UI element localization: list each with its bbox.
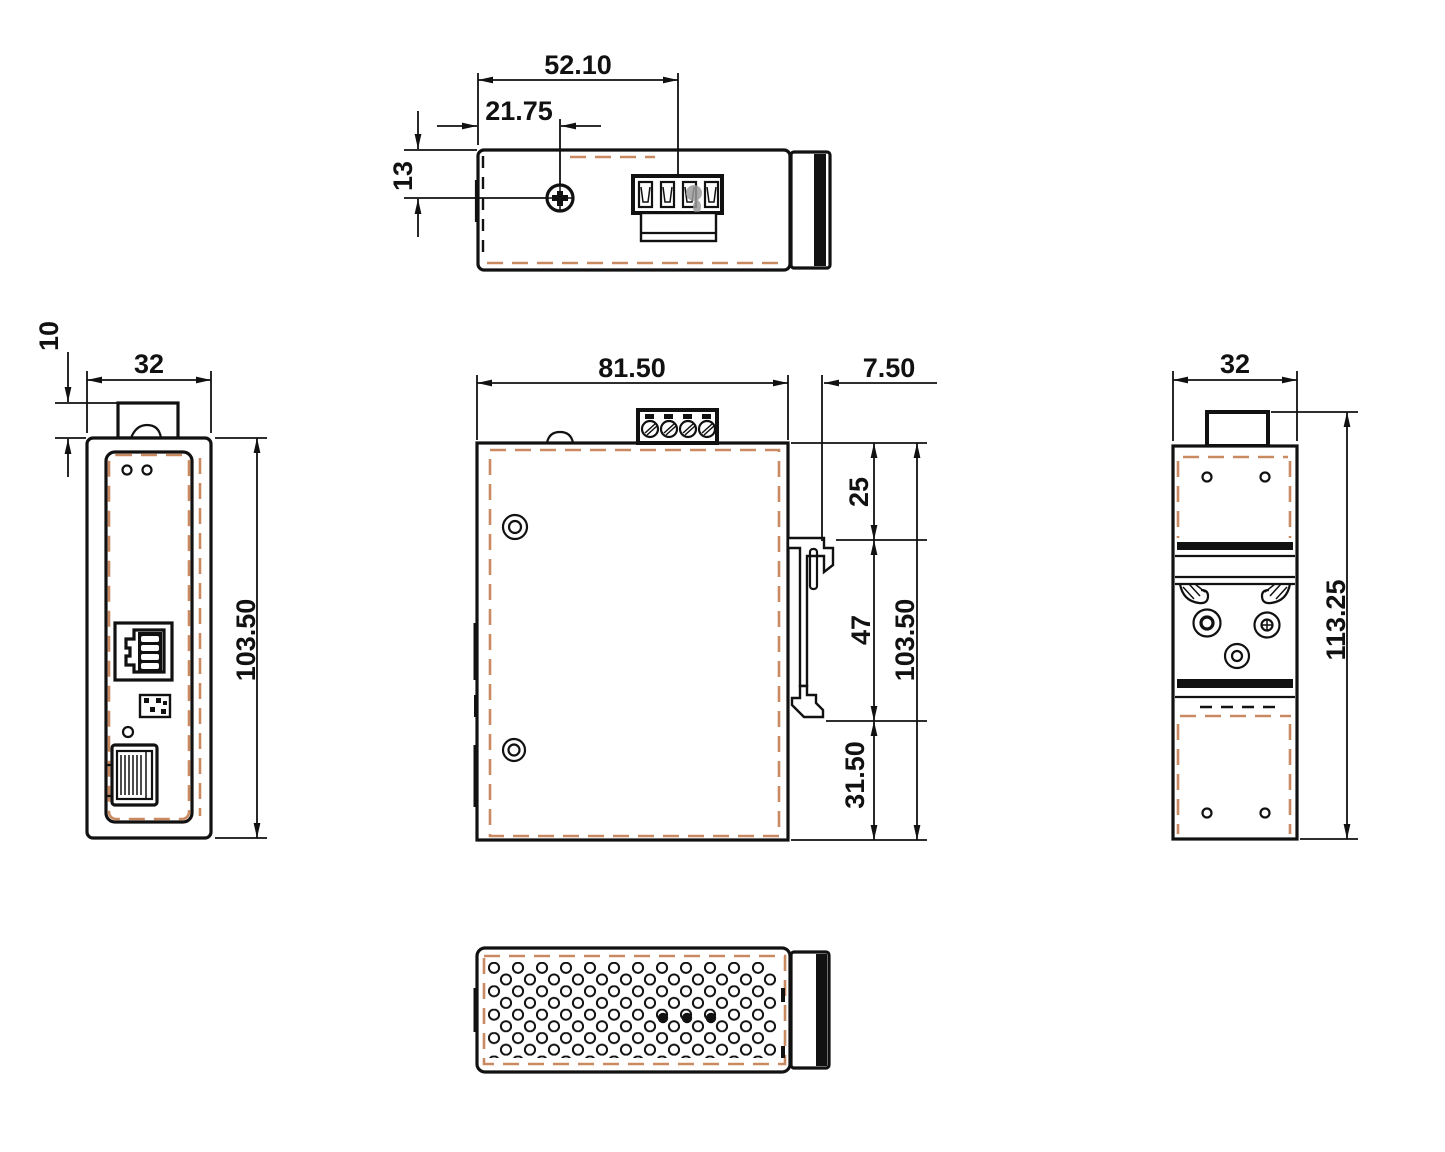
mounting-screw	[1253, 611, 1281, 639]
side-view-dimensions: 81.50 7.50 25 47 31.50 103.50	[476, 353, 937, 841]
vent-hole-filled	[657, 1012, 669, 1024]
terminal-end-front	[116, 401, 180, 440]
dim-label: 32	[134, 349, 164, 379]
terminal-contact	[703, 180, 720, 209]
mounting-screw	[501, 737, 527, 763]
case-hole	[1201, 807, 1213, 819]
terminal-screw	[659, 419, 679, 439]
dim-label: 113.25	[1321, 579, 1351, 660]
front-view: 10 32 103.50	[34, 321, 267, 840]
dim-label: 25	[844, 477, 874, 507]
spring-clip	[1178, 583, 1210, 605]
din-rail-clip	[786, 536, 835, 719]
side-view-body	[475, 441, 790, 842]
push-button-bump	[545, 430, 575, 444]
gasket-line	[482, 954, 787, 1066]
terminal-contact	[659, 180, 676, 209]
case-hole	[1259, 471, 1271, 483]
gasket-line	[488, 448, 781, 838]
dim-label: 31.50	[840, 741, 870, 809]
rj45-port	[113, 621, 174, 682]
dim-label: 32	[1220, 349, 1250, 379]
terminal-screw	[697, 419, 717, 439]
ground-screw-top	[545, 183, 575, 213]
dim-label: 7.50	[863, 353, 916, 383]
front-panel	[104, 450, 194, 824]
rear-view-body	[1171, 444, 1299, 841]
vent-hole-filled	[681, 1012, 693, 1024]
spring-clip	[1260, 583, 1292, 605]
rear-view-dimensions: 32 113.25	[1172, 349, 1358, 840]
sfp-port	[104, 743, 159, 807]
mounting-screw	[1223, 642, 1251, 670]
terminal-end-rear	[1205, 410, 1270, 448]
dim-label: 13	[388, 161, 418, 191]
top-view-dimensions: 52.10 21.75 13	[388, 50, 679, 237]
case-hole	[1259, 807, 1271, 819]
terminal-base	[639, 211, 718, 243]
side-view: 81.50 7.50 25 47 31.50 103.50	[473, 353, 937, 842]
reset-hole	[121, 725, 135, 739]
vent-hole-filled	[705, 1012, 717, 1024]
vent-holes	[488, 962, 776, 1058]
terminal-block-top	[631, 174, 724, 243]
terminal-screw	[678, 419, 698, 439]
terminal-screw	[640, 419, 660, 439]
power-terminal-side	[636, 408, 719, 445]
dim-label: 81.50	[598, 353, 666, 383]
dim-label: 103.50	[890, 599, 920, 682]
front-view-dimensions: 10 32 103.50	[34, 321, 267, 839]
top-view: 52.10 21.75 13	[388, 50, 832, 272]
terminal-contact	[637, 180, 654, 209]
din-clip-end-cap-bottom	[789, 950, 831, 1070]
led-indicator	[121, 464, 133, 476]
case-hole	[1201, 471, 1213, 483]
mounting-screw	[1192, 608, 1222, 638]
din-rail-mount	[1175, 542, 1295, 718]
dim-label: 21.75	[485, 96, 553, 126]
dim-label: 10	[34, 321, 64, 351]
din-clip-end-cap-top	[789, 150, 832, 270]
mounting-screw	[501, 513, 529, 541]
led-indicator	[141, 464, 153, 476]
bottom-view	[473, 946, 831, 1074]
rear-view: 32 113.25	[1171, 349, 1358, 841]
panel-gasket-line	[107, 453, 191, 821]
dim-label: 47	[846, 615, 876, 645]
dim-label: 103.50	[231, 599, 261, 682]
dim-label: 52.10	[544, 50, 612, 80]
dip-switch	[138, 693, 172, 719]
